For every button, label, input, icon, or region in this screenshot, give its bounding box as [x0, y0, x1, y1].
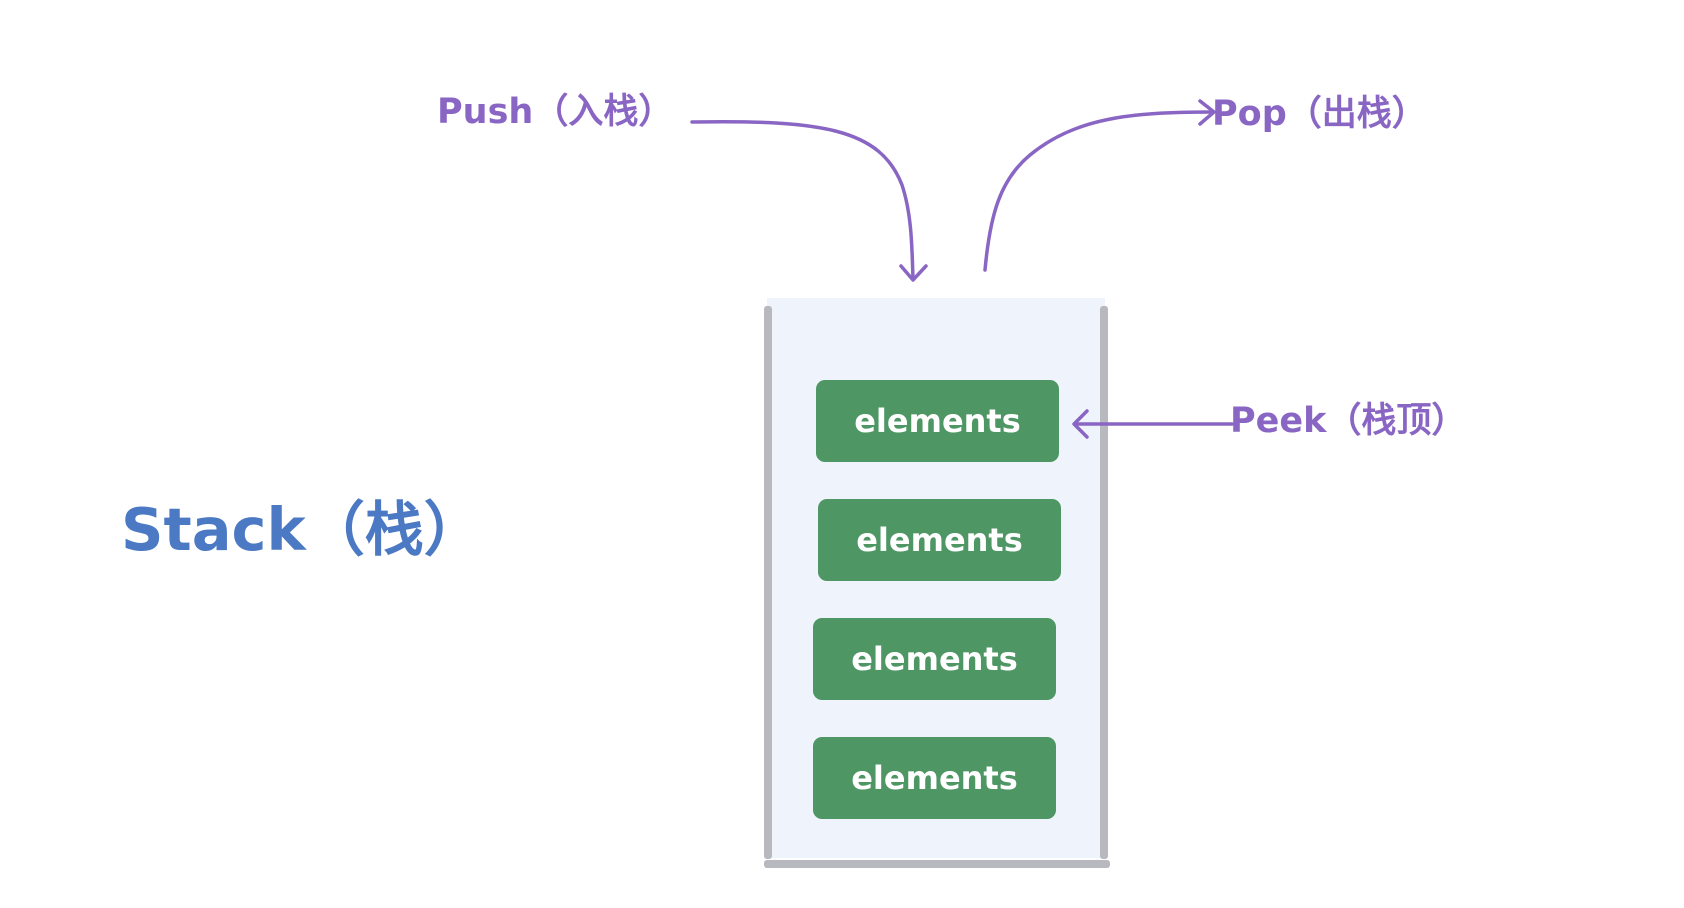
stack-title: Stack（栈） — [121, 495, 483, 564]
stack-element-bottom: elements — [813, 737, 1056, 819]
peek-label: Peek（栈顶） — [1230, 401, 1467, 441]
stack-wall-bottom — [764, 860, 1110, 868]
stack-element-top: elements — [816, 380, 1059, 462]
stack-wall-right — [1100, 306, 1108, 859]
push-label: Push（入栈） — [437, 92, 674, 132]
pop-arrow — [983, 110, 1215, 272]
stack-element: elements — [818, 499, 1061, 581]
push-arrowhead — [899, 264, 928, 282]
stack-wall-left — [764, 306, 772, 859]
stack-element: elements — [813, 618, 1056, 700]
push-arrow — [690, 120, 915, 281]
pop-label: Pop（出栈） — [1212, 94, 1427, 134]
